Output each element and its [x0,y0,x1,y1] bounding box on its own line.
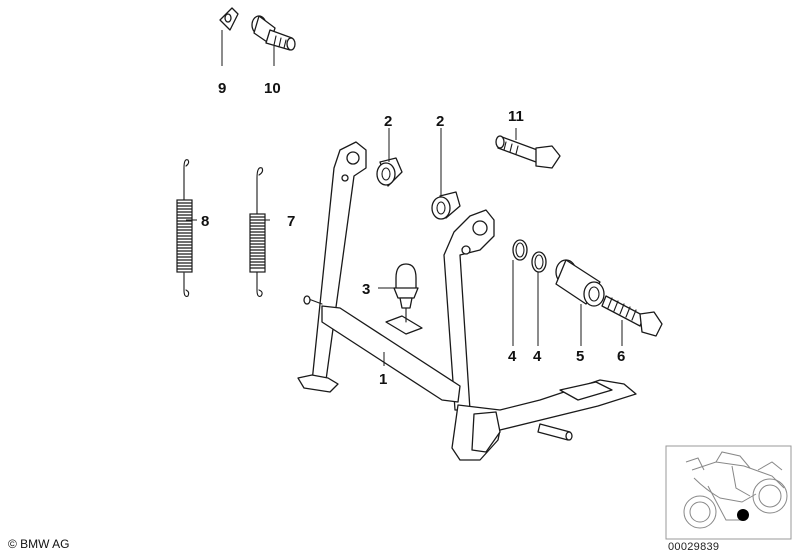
part-2-bushing-lower [431,191,461,220]
locator-thumbnail [665,445,792,540]
part-8-spring [176,159,193,297]
part-11-bolt [495,135,561,169]
leader-lines [186,30,623,366]
callout-3: 3 [362,281,370,298]
callout-5: 5 [576,348,584,365]
part-4-washer-a [512,239,528,261]
callout-2-upper: 2 [384,113,392,130]
callout-7: 7 [287,213,295,230]
callout-6: 6 [617,348,625,365]
callout-11: 11 [508,108,524,125]
motorcycle-silhouette-icon [683,451,788,529]
part-9-clip [219,7,239,31]
callout-9: 9 [218,80,226,97]
part-7-spring [249,167,266,297]
callout-10: 10 [264,80,281,97]
part-4-washer-b [531,251,547,273]
location-marker-dot [737,509,749,521]
copyright-label: © BMW AG [8,537,70,551]
diagram-reference-number: 00029839 [668,541,720,553]
part-10-pin [251,15,296,51]
part-5-sleeve [555,259,605,307]
part-2-bushing-upper [376,157,403,187]
callout-1: 1 [379,371,387,388]
part-3-buffer [393,263,419,323]
callout-4a: 4 [508,348,517,365]
callout-8: 8 [201,213,209,230]
part-6-bolt [601,295,663,337]
callout-labels: 9 10 2 2 11 8 7 3 1 4 4 5 6 [201,80,625,388]
callout-4b: 4 [533,348,542,365]
callout-2-lower: 2 [436,113,444,130]
part-1-center-stand [297,141,637,461]
